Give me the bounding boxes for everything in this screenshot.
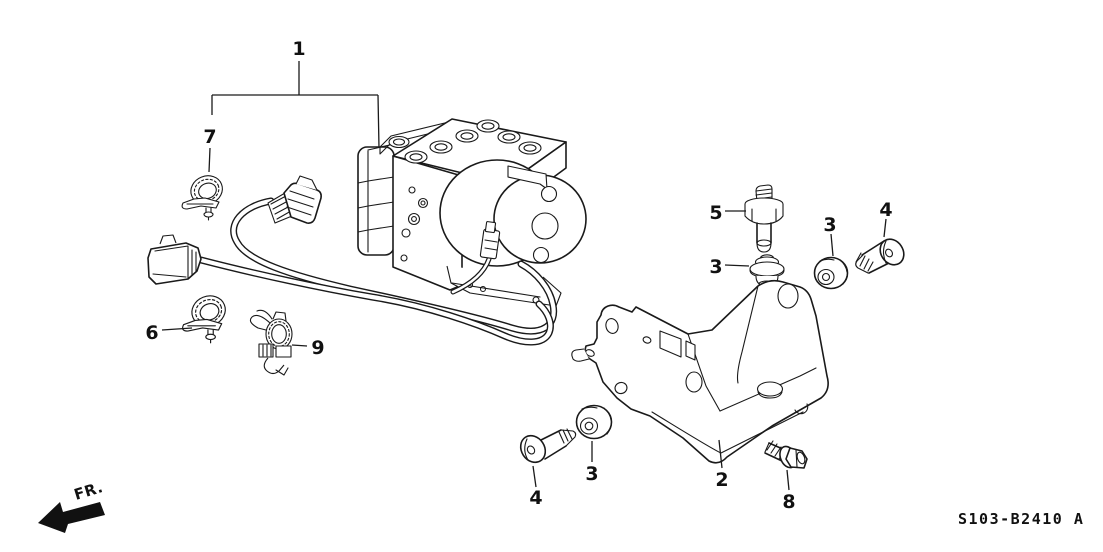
grommet-3b [813,256,849,290]
mount-bracket [571,279,829,464]
bolt-5 [744,184,784,253]
callout-1-bracket [211,61,380,149]
harness-connector-sub [147,234,202,285]
callout-7: 7 [203,126,216,148]
callout-3a: 3 [709,256,722,278]
bolt-8 [764,440,808,469]
fr-label: FR. [72,478,105,504]
callout-9: 9 [311,337,324,359]
harness-clamp-7 [181,170,228,221]
diagram-code: S103-B2410 A [958,510,1084,528]
fr-direction-indicator: FR. [38,478,105,533]
fr-arrow-icon [38,502,105,533]
screw-4b [519,428,577,464]
harness-clip-9 [249,309,293,376]
callout-3c: 3 [585,463,598,485]
callout-2: 2 [715,469,728,491]
abs-modulator-assembly [357,118,587,307]
harness-clamp-6 [182,290,231,344]
callout-4a: 4 [879,199,892,221]
motor-plug [479,221,501,260]
screw-4a [855,238,905,274]
callout-5: 5 [709,202,722,224]
leader-lines [161,147,887,491]
callout-6: 6 [145,322,158,344]
modulator-motor [439,159,587,267]
modulator-ports [388,119,542,164]
callout-3b: 3 [823,214,836,236]
grommet-3c [575,404,613,440]
wire-harness [197,197,558,346]
callout-4b: 4 [529,487,542,509]
harness-connector-main [267,175,322,224]
callout-8: 8 [782,491,795,513]
callout-1: 1 [292,38,305,60]
